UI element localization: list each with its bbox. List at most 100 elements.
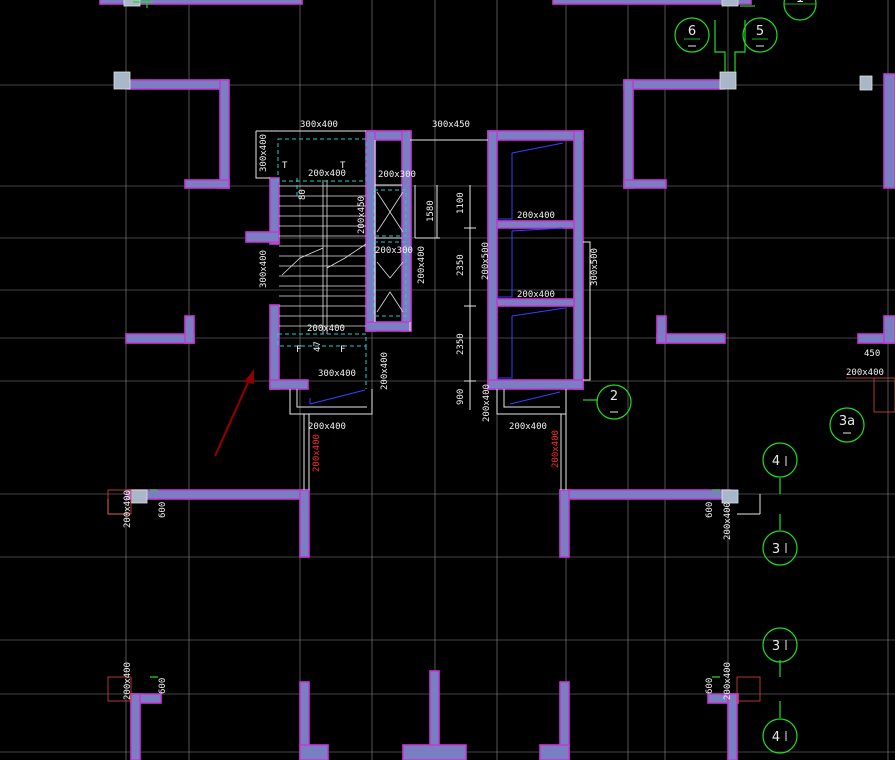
- beam-label: 200x300: [375, 246, 413, 256]
- red-beam-label: 200x400: [312, 434, 322, 472]
- column: [719, 71, 737, 90]
- wall-stair-west-upper: [269, 177, 280, 245]
- wall-bot-r1-h: [707, 693, 739, 704]
- wall-elev-div1: [496, 220, 575, 229]
- wall-stair-west-lower: [269, 304, 280, 390]
- beam-label: 200x400: [123, 662, 133, 700]
- wall-lower-right-v: [559, 489, 570, 558]
- axis-bubble-label: 3: [772, 542, 780, 557]
- wall-bot-t-v: [429, 670, 440, 760]
- axis-bubble-4-lower: 4: [762, 718, 798, 754]
- axis-bubble-label: 3a: [839, 414, 855, 429]
- beam-label: 200x400: [846, 368, 884, 378]
- column: [721, 489, 739, 504]
- dimension-label: 1100: [456, 192, 466, 214]
- beam-outlines: [107, 130, 761, 515]
- beam-labels: 300x400 300x450 200x400 200x300 200x300 …: [123, 120, 884, 700]
- beam-label: 200x500: [481, 242, 491, 280]
- beam-label: 300x450: [432, 120, 470, 130]
- dimension-label: 600: [705, 678, 715, 694]
- stair-treads: [279, 180, 367, 334]
- dimension-label: 900: [456, 389, 466, 405]
- axis-bubble-label: 4: [772, 730, 780, 745]
- axis-bubble-2: 2: [596, 384, 632, 420]
- wall-bot-l2-v: [299, 681, 310, 760]
- wall-top-right: [552, 0, 752, 5]
- wall-ul-foot: [184, 179, 230, 189]
- stair-mark: F: [296, 345, 301, 355]
- wall-mid-far-h: [857, 333, 895, 344]
- wall-elev-top: [487, 130, 584, 141]
- beam-label: 300x400: [300, 120, 338, 130]
- stair-mark: F: [340, 345, 345, 355]
- dimension-label: 450: [864, 349, 880, 359]
- wall-mid-left-v: [184, 315, 195, 344]
- axis-bubble-4-upper: 4: [762, 442, 798, 478]
- red-outlines: [107, 377, 895, 702]
- axis-bubble-label: 3: [772, 639, 780, 654]
- column: [113, 71, 131, 90]
- wall-lower-right-h: [559, 489, 731, 500]
- wall-elev-east: [573, 130, 584, 390]
- wall-mid-far-v: [883, 315, 895, 344]
- dimension-label: 2350: [456, 333, 466, 355]
- beam-label: 200x400: [509, 422, 547, 432]
- dimension-label: 600: [158, 502, 168, 518]
- stair-marks: T T F F 80 47: [282, 161, 346, 355]
- beam-label: 200x400: [723, 662, 733, 700]
- axis-bubble-1: 1: [783, 0, 817, 21]
- wall-ur-vertical: [623, 79, 634, 189]
- beam-label: 200x400: [517, 290, 555, 300]
- wall-ul-horizontal: [127, 79, 229, 90]
- stair-mark: T: [282, 161, 288, 171]
- axis-bubble-label: 4: [772, 454, 780, 469]
- wall-bot-r2-h: [539, 744, 570, 760]
- column: [859, 75, 873, 91]
- dimension-label: 600: [158, 678, 168, 694]
- beam-label: 200x400: [308, 422, 346, 432]
- axis-bubble-label: 2: [610, 389, 618, 404]
- wall-stair-west-stub: [245, 231, 280, 243]
- wall-lower-left-h: [127, 489, 309, 500]
- wall-top-left: [99, 0, 303, 5]
- dashed-beams: [277, 138, 407, 389]
- column: [130, 489, 148, 504]
- axis-bubble-3-upper: 3: [762, 530, 798, 566]
- beam-label: 200x400: [308, 169, 346, 179]
- axis-bubble-leaders: [133, 1, 781, 718]
- beam-label: 200x400: [482, 384, 492, 422]
- beam-label: 300x400: [318, 369, 356, 379]
- beam-label: 200x450: [357, 196, 367, 234]
- red-beam-labels: 200x400 200x400: [312, 430, 561, 472]
- wall-mid-right-v: [656, 315, 667, 344]
- elevator-marks: [309, 142, 566, 405]
- beam-label: 200x400: [517, 211, 555, 221]
- axis-bubble-label: 5: [756, 24, 764, 39]
- wall-ul-vertical: [219, 79, 230, 189]
- wall-stair-south: [269, 379, 309, 390]
- axis-bubble-label: 1: [796, 0, 804, 6]
- wall-far-right: [883, 73, 895, 189]
- wall-mid-left-h: [125, 333, 195, 344]
- dimension-label: 1580: [426, 200, 436, 222]
- stair-mark: 47: [313, 341, 323, 352]
- dimension-labels: 1580 1100 2350 2350 900 600 600 600 600: [158, 192, 715, 694]
- columns: [113, 0, 873, 504]
- wall-bot-t-h: [402, 744, 467, 760]
- walls: [99, 0, 895, 760]
- stair-mark: T: [340, 161, 346, 171]
- beam-label: 300x500: [590, 248, 600, 286]
- wall-lower-left-v: [299, 489, 310, 558]
- beam-label: 200x300: [378, 170, 416, 180]
- axis-bubble-3-lower: 3: [762, 627, 798, 663]
- beam-label: 200x400: [307, 324, 345, 334]
- wall-ur-horizontal: [623, 79, 725, 90]
- beam-label: 300x400: [259, 250, 269, 288]
- wall-bot-r2-v: [559, 681, 570, 760]
- wall-ur-foot: [623, 179, 667, 189]
- axis-bubble-5: 5: [742, 17, 778, 53]
- stair-mark: 80: [298, 189, 308, 200]
- column: [721, 0, 739, 7]
- axis-bubbles: 6 5 1 2 3a 4: [596, 0, 865, 754]
